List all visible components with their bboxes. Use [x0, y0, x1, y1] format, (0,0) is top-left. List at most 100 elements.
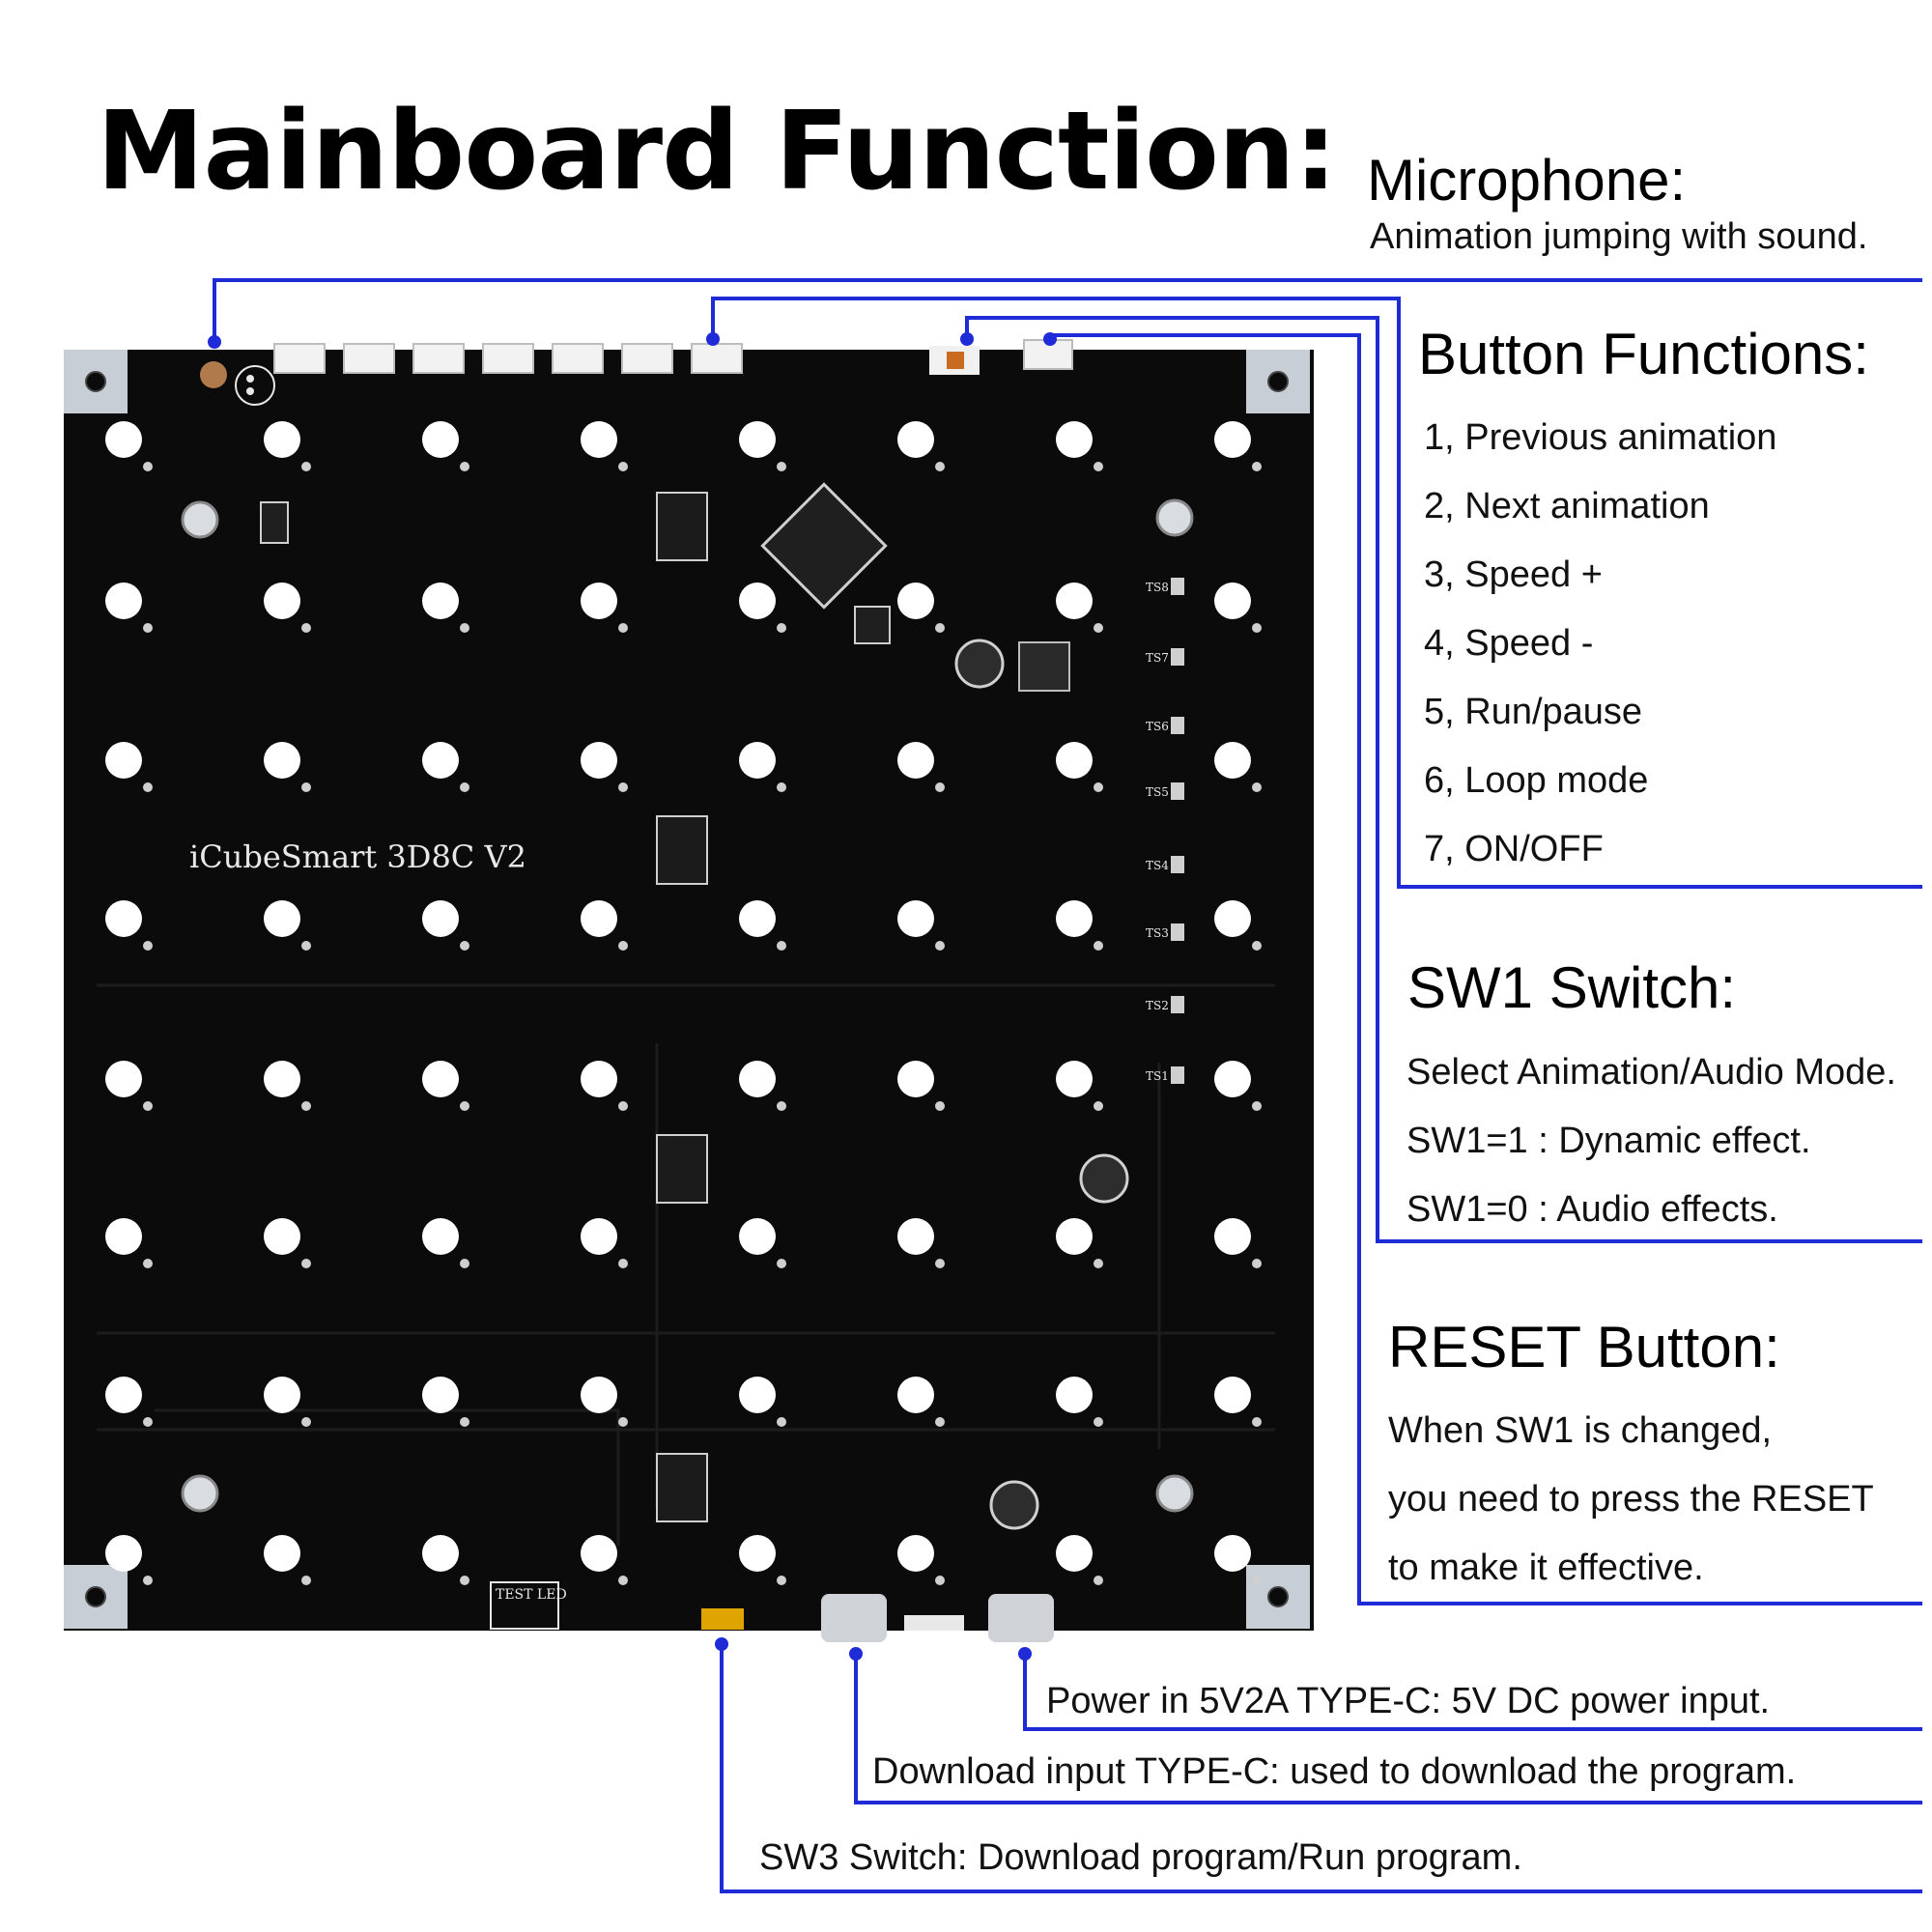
ts-sensor-pad — [1171, 996, 1184, 1013]
led-pad — [935, 1576, 945, 1585]
tact-button-component — [273, 343, 326, 374]
led-hole — [105, 582, 142, 619]
led-pad — [1094, 1259, 1103, 1268]
led-hole — [581, 1218, 617, 1255]
led-pad — [460, 1576, 469, 1585]
led-hole — [105, 742, 142, 779]
led-hole — [1214, 582, 1251, 619]
led-hole — [739, 742, 776, 779]
ts-label: TS8 — [1146, 581, 1169, 594]
button-function-item: 2, Next animation — [1424, 486, 1710, 526]
led-pad — [935, 1259, 945, 1268]
led-hole — [897, 742, 934, 779]
led-hole — [1056, 1535, 1093, 1572]
led-pad — [143, 623, 153, 633]
tact-button-component — [691, 343, 743, 374]
tact-button-component — [621, 343, 673, 374]
mount-holes — [181, 498, 1194, 1513]
led-pad — [618, 782, 628, 792]
sw1-heading: SW1 Switch: — [1407, 955, 1737, 1020]
led-hole — [105, 1377, 142, 1413]
led-pad — [143, 1576, 153, 1585]
power-callout-line — [1023, 1654, 1922, 1731]
ts-sensor-pad — [1171, 578, 1184, 595]
led-pad — [143, 1101, 153, 1111]
ts-label: TS2 — [1146, 999, 1169, 1012]
led-pad — [143, 941, 153, 951]
download-input-label: Download input TYPE-C: used to download … — [872, 1751, 1797, 1792]
led-pad — [777, 1576, 786, 1585]
led-hole — [105, 900, 142, 937]
led-pad — [460, 462, 469, 471]
led-pad — [618, 1417, 628, 1427]
microphone-callout-line — [213, 278, 1922, 342]
led-pad — [460, 1259, 469, 1268]
ts-label: TS1 — [1146, 1069, 1169, 1083]
usb-c-ports — [821, 1594, 1054, 1642]
led-hole — [739, 421, 776, 458]
ic-chips — [260, 482, 1070, 1522]
led-hole — [105, 421, 142, 458]
led-hole — [1056, 421, 1093, 458]
ts-sensor-pad — [1171, 923, 1184, 941]
led-hole — [739, 1377, 776, 1413]
led-pad — [1094, 462, 1103, 471]
led-pad — [1252, 623, 1262, 633]
led-hole — [739, 1218, 776, 1255]
led-pad — [1094, 1101, 1103, 1111]
led-hole — [422, 742, 459, 779]
led-hole — [1056, 1218, 1093, 1255]
buttons-callout-line — [711, 297, 1922, 889]
led-pad — [301, 1101, 311, 1111]
led-pad — [935, 623, 945, 633]
led-pad — [301, 623, 311, 633]
led-pad — [143, 462, 153, 471]
led-hole — [1214, 1377, 1251, 1413]
led-hole — [739, 1061, 776, 1097]
led-hole — [1214, 1535, 1251, 1572]
led-pad — [1252, 462, 1262, 471]
led-pad — [1094, 623, 1103, 633]
tact-button-component — [343, 343, 395, 374]
led-hole — [581, 1061, 617, 1097]
led-pad — [777, 1101, 786, 1111]
led-hole — [422, 900, 459, 937]
reset-line: to make it effective. — [1388, 1548, 1704, 1588]
tact-button-component — [482, 343, 534, 374]
led-pad — [1252, 1101, 1262, 1111]
pcb-body — [64, 350, 1314, 1631]
led-hole — [105, 1535, 142, 1572]
led-pad — [777, 1259, 786, 1268]
power-input-label: Power in 5V2A TYPE-C: 5V DC power input. — [1046, 1681, 1771, 1721]
sw3-switch — [701, 1608, 744, 1630]
led-pad — [1252, 782, 1262, 792]
led-hole — [422, 1535, 459, 1572]
ts-sensor-pad — [1171, 1066, 1184, 1084]
led-hole — [739, 582, 776, 619]
led-hole — [739, 1535, 776, 1572]
led-pad — [1094, 782, 1103, 792]
led-pad — [618, 1259, 628, 1268]
led-hole — [1056, 582, 1093, 619]
led-hole — [897, 900, 934, 937]
led-pad — [301, 1259, 311, 1268]
led-hole — [897, 421, 934, 458]
led-pad — [618, 941, 628, 951]
led-pad — [460, 782, 469, 792]
led-hole — [1214, 1061, 1251, 1097]
sw1-line: Select Animation/Audio Mode. — [1406, 1052, 1896, 1093]
led-pad — [143, 1259, 153, 1268]
sw3-callout-line — [720, 1644, 1922, 1893]
button-functions-heading: Button Functions: — [1418, 322, 1869, 386]
led-hole — [422, 1061, 459, 1097]
led-hole — [581, 1377, 617, 1413]
microphone-heading: Microphone: — [1367, 148, 1687, 213]
led-hole — [581, 582, 617, 619]
ts-label: TS4 — [1146, 859, 1169, 872]
led-hole — [264, 1061, 300, 1097]
led-pad — [1252, 1259, 1262, 1268]
ts-sensor-pad — [1171, 648, 1184, 666]
led-pad — [1094, 1576, 1103, 1585]
